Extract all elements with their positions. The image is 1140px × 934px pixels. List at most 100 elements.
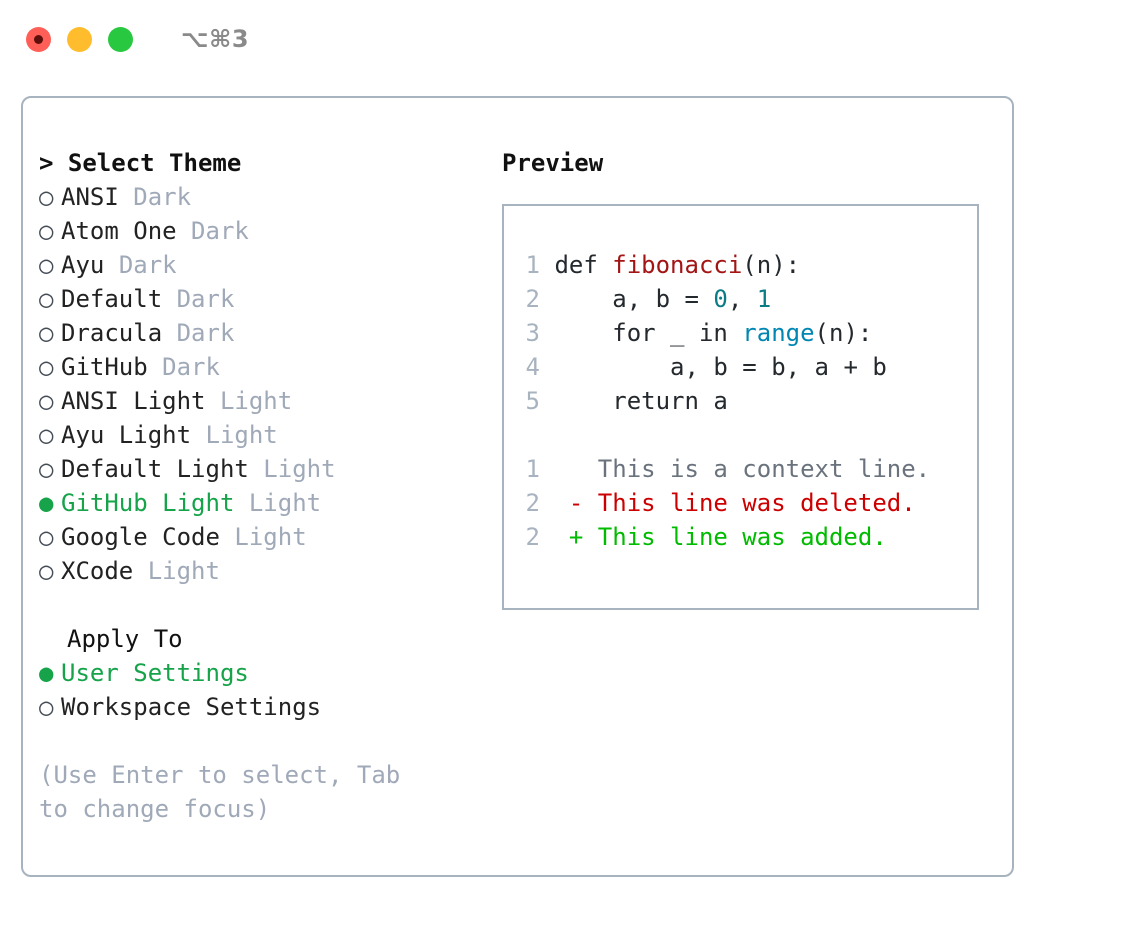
spacer	[39, 588, 489, 622]
radio-unselected-icon: ○	[39, 353, 54, 381]
theme-picker-heading-label: Select Theme	[67, 149, 242, 177]
theme-name: Default	[61, 285, 163, 313]
code-line: 4 a, b = b, a + b	[504, 350, 977, 384]
apply-to-label: Workspace Settings	[61, 693, 322, 721]
apply-to-option[interactable]: ○Workspace Settings	[39, 690, 489, 724]
line-number: 5	[525, 387, 540, 415]
theme-list-item[interactable]: ○Dracula Dark	[39, 316, 489, 350]
line-number: 4	[525, 353, 540, 381]
diff-text: This line was added.	[597, 523, 887, 551]
apply-to-heading: Apply To	[67, 625, 183, 653]
theme-list-item[interactable]: ○Ayu Dark	[39, 248, 489, 282]
preview-column: Preview 1 def fibonacci(n):2 a, b = 0, 1…	[502, 146, 992, 610]
diff-marker: -	[540, 489, 598, 517]
theme-list-item[interactable]: ○Atom One Dark	[39, 214, 489, 248]
radio-unselected-icon: ○	[39, 387, 54, 415]
line-number: 2	[525, 285, 540, 313]
radio-unselected-icon: ○	[39, 455, 54, 483]
theme-kind-badge: Light	[234, 523, 307, 551]
theme-name: XCode	[61, 557, 134, 585]
theme-name: Atom One	[61, 217, 177, 245]
theme-kind-badge: Light	[205, 421, 278, 449]
radio-unselected-icon: ○	[39, 693, 54, 721]
keyboard-hint: (Use Enter to select, Tab to change focu…	[39, 761, 401, 823]
theme-kind-badge: Dark	[133, 183, 192, 211]
code-token-number: 1	[756, 285, 772, 313]
spacer	[504, 418, 977, 452]
theme-kind-badge: Dark	[162, 353, 220, 381]
radio-unselected-icon: ○	[39, 319, 54, 347]
code-token: ,	[727, 285, 757, 313]
code-line: 2 a, b = 0, 1	[504, 282, 977, 316]
code-line: 3 for _ in range(n):	[504, 316, 977, 350]
diff-marker	[540, 455, 598, 483]
theme-list-item[interactable]: ○XCode Light	[39, 554, 489, 588]
theme-kind-badge: Dark	[118, 251, 177, 279]
theme-name: GitHub	[61, 353, 148, 381]
code-token: for _ in	[612, 319, 743, 347]
theme-name: Ayu	[61, 251, 105, 279]
code-token: (n):	[814, 319, 873, 347]
code-token: return a	[612, 387, 728, 415]
diff-added-line: 2 + This line was added.	[504, 520, 977, 554]
diff-sample: 1 This is a context line.2 - This line w…	[504, 452, 977, 554]
theme-list-item[interactable]: ○ANSI Dark	[39, 180, 489, 214]
radio-unselected-icon: ○	[39, 217, 54, 245]
minimize-button[interactable]	[67, 26, 92, 52]
diff-marker: +	[540, 523, 598, 551]
theme-name: GitHub Light	[61, 489, 235, 517]
code-token-number: 0	[713, 285, 728, 313]
radio-unselected-icon: ○	[39, 251, 54, 279]
code-token: a, b = b, a + b	[670, 353, 887, 381]
theme-kind-badge: Light	[219, 387, 293, 415]
apply-to-list: ●User Settings○Workspace Settings	[39, 656, 489, 724]
theme-name: Dracula	[61, 319, 163, 347]
diff-text: This is a context line.	[597, 455, 931, 483]
line-number: 2	[525, 489, 540, 517]
diff-context-line: 1 This is a context line.	[504, 452, 977, 486]
line-number: 1	[525, 251, 540, 279]
radio-unselected-icon: ○	[39, 523, 54, 551]
radio-selected-icon: ●	[39, 659, 54, 687]
diff-deleted-line: 2 - This line was deleted.	[504, 486, 977, 520]
theme-name: Ayu Light	[61, 421, 192, 449]
maximize-button[interactable]	[108, 26, 133, 52]
apply-to-label: User Settings	[61, 659, 249, 687]
apply-to-option[interactable]: ●User Settings	[39, 656, 489, 690]
caret-icon: >	[39, 149, 54, 177]
theme-kind-badge: Light	[248, 489, 322, 517]
radio-unselected-icon: ○	[39, 285, 54, 313]
window-title: ⌥⌘3	[181, 25, 250, 53]
line-number: 1	[525, 455, 540, 483]
theme-picker-heading: > Select Theme	[39, 146, 489, 180]
code-token-function: fibonacci	[612, 251, 743, 279]
title-bar: ⌥⌘3	[0, 0, 1140, 78]
theme-name: ANSI Light	[61, 387, 206, 415]
radio-unselected-icon: ○	[39, 183, 54, 211]
theme-list-item[interactable]: ○ANSI Light Light	[39, 384, 489, 418]
theme-list-item[interactable]: ○GitHub Dark	[39, 350, 489, 384]
code-line: 5 return a	[504, 384, 977, 418]
theme-name: Google Code	[61, 523, 220, 551]
theme-picker-column: > Select Theme ○ANSI Dark○Atom One Dark○…	[39, 146, 489, 826]
code-token: (n):	[742, 251, 801, 279]
theme-list-item[interactable]: ○Google Code Light	[39, 520, 489, 554]
code-token: def	[554, 251, 613, 279]
theme-list-item[interactable]: ○Default Light Light	[39, 452, 489, 486]
theme-kind-badge: Dark	[191, 217, 249, 245]
line-number: 3	[525, 319, 540, 347]
theme-name: Default Light	[61, 455, 249, 483]
theme-kind-badge: Light	[263, 455, 336, 483]
theme-list-item[interactable]: ●GitHub Light Light	[39, 486, 489, 520]
code-line: 1 def fibonacci(n):	[504, 248, 977, 282]
theme-list-item[interactable]: ○Default Dark	[39, 282, 489, 316]
radio-selected-icon: ●	[39, 489, 54, 517]
close-button[interactable]	[26, 26, 51, 52]
traffic-light-group	[26, 26, 133, 52]
preview-title: Preview	[502, 149, 604, 177]
theme-list-item[interactable]: ○Ayu Light Light	[39, 418, 489, 452]
code-token: a, b =	[612, 285, 714, 313]
